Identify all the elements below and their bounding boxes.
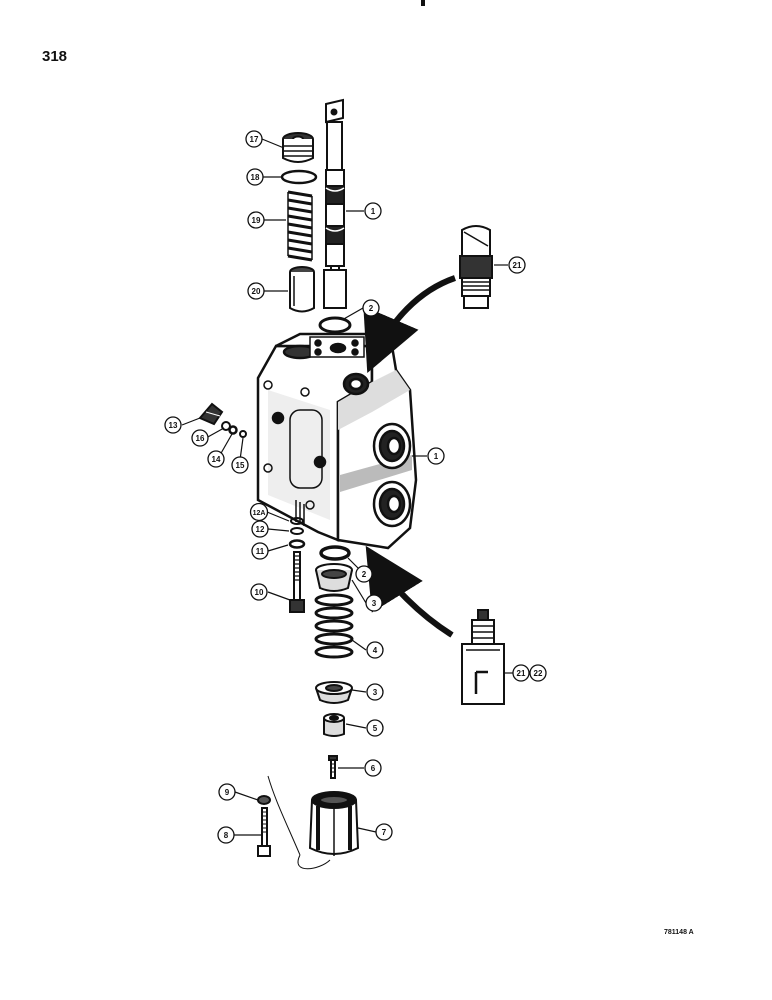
callout-6-label: 6 xyxy=(371,764,376,773)
callout-1-spool-label: 1 xyxy=(371,207,376,216)
washer-9 xyxy=(257,795,271,805)
callout-15-label: 15 xyxy=(236,461,245,470)
callout-9-label: 9 xyxy=(225,788,230,797)
callout-18: 18 xyxy=(246,168,264,186)
small-o-rings xyxy=(288,517,306,549)
spool-part xyxy=(323,98,347,309)
callout-6: 6 xyxy=(364,759,382,777)
callout-2-top: 2 xyxy=(362,299,380,317)
callout-8-label: 8 xyxy=(224,831,229,840)
bushing-5 xyxy=(323,713,345,737)
registration-mark xyxy=(421,0,425,6)
callout-12-label: 12 xyxy=(256,525,265,534)
o-ring-2-bottom xyxy=(319,545,351,561)
callout-16: 16 xyxy=(191,429,209,447)
callout-11-label: 11 xyxy=(256,547,265,556)
relief-valve-parts xyxy=(198,402,247,438)
spring-seat-bottom xyxy=(315,681,353,704)
callout-15: 15 xyxy=(231,456,249,474)
spring-4 xyxy=(314,593,354,659)
callout-17: 17 xyxy=(245,130,263,148)
o-ring-18 xyxy=(280,169,318,185)
callout-4-label: 4 xyxy=(373,646,378,655)
callout-20-label: 20 xyxy=(252,287,261,296)
callout-19-label: 19 xyxy=(252,216,261,225)
callout-8: 8 xyxy=(217,826,235,844)
callout-10: 10 xyxy=(250,583,268,601)
callout-1-spool: 1 xyxy=(364,202,382,220)
callout-19: 19 xyxy=(247,211,265,229)
callout-5: 5 xyxy=(366,719,384,737)
assembly-arrows xyxy=(363,275,456,638)
callout-3-top: 3 xyxy=(365,594,383,612)
spring-seat-top xyxy=(315,563,353,592)
callout-2-top-label: 2 xyxy=(369,304,374,313)
screw-6 xyxy=(328,755,338,779)
bolt-8 xyxy=(257,807,271,857)
valve-body xyxy=(256,331,418,550)
callout-20: 20 xyxy=(247,282,265,300)
bolt-10 xyxy=(289,551,305,613)
callout-22: 22 xyxy=(529,664,547,682)
callout-16-label: 16 xyxy=(196,434,205,443)
callout-18-label: 18 xyxy=(251,173,260,182)
callout-3-top-label: 3 xyxy=(372,599,377,608)
callout-4: 4 xyxy=(366,641,384,659)
callout-7: 7 xyxy=(375,823,393,841)
o-ring-2-top xyxy=(318,316,352,334)
relief-valve-21 xyxy=(459,225,493,309)
callout-5-label: 5 xyxy=(373,724,378,733)
callout-14: 14 xyxy=(207,450,225,468)
callout-21-bottom: 21 xyxy=(512,664,530,682)
callout-21-bottom-label: 21 xyxy=(517,669,526,678)
leader-lines xyxy=(181,138,513,836)
callout-12a: 12A xyxy=(249,502,269,522)
poppet-part xyxy=(289,266,315,313)
callout-17-label: 17 xyxy=(250,135,259,144)
callout-1-body: 1 xyxy=(427,447,445,465)
cap-7 xyxy=(308,791,360,856)
page-number: 318 xyxy=(42,48,68,65)
callout-13-label: 13 xyxy=(169,421,178,430)
callout-7-label: 7 xyxy=(382,828,387,837)
callout-bubbles: 17 18 19 20 1 2 21 1 13 16 14 15 12A 12 … xyxy=(164,130,547,844)
drawing-id: 781148 A xyxy=(664,929,694,936)
callout-3-bottom-label: 3 xyxy=(373,688,378,697)
spring-19 xyxy=(287,190,313,262)
callout-10-label: 10 xyxy=(255,588,264,597)
callout-11: 11 xyxy=(251,542,269,560)
callout-9: 9 xyxy=(218,783,236,801)
callout-12a-label: 12A xyxy=(253,510,266,517)
callout-1-body-label: 1 xyxy=(434,452,439,461)
callout-21-top: 21 xyxy=(508,256,526,274)
callout-14-label: 14 xyxy=(212,455,221,464)
callout-21-top-label: 21 xyxy=(513,261,522,270)
callout-22-label: 22 xyxy=(534,669,543,678)
callout-12: 12 xyxy=(251,520,269,538)
callout-2-bottom: 2 xyxy=(355,565,373,583)
lock-wire xyxy=(267,775,331,870)
callout-2-bottom-label: 2 xyxy=(362,570,367,579)
relief-valve-21-22 xyxy=(461,609,505,705)
callout-13: 13 xyxy=(164,416,182,434)
callout-3-bottom: 3 xyxy=(366,683,384,701)
plug-part xyxy=(282,132,314,163)
